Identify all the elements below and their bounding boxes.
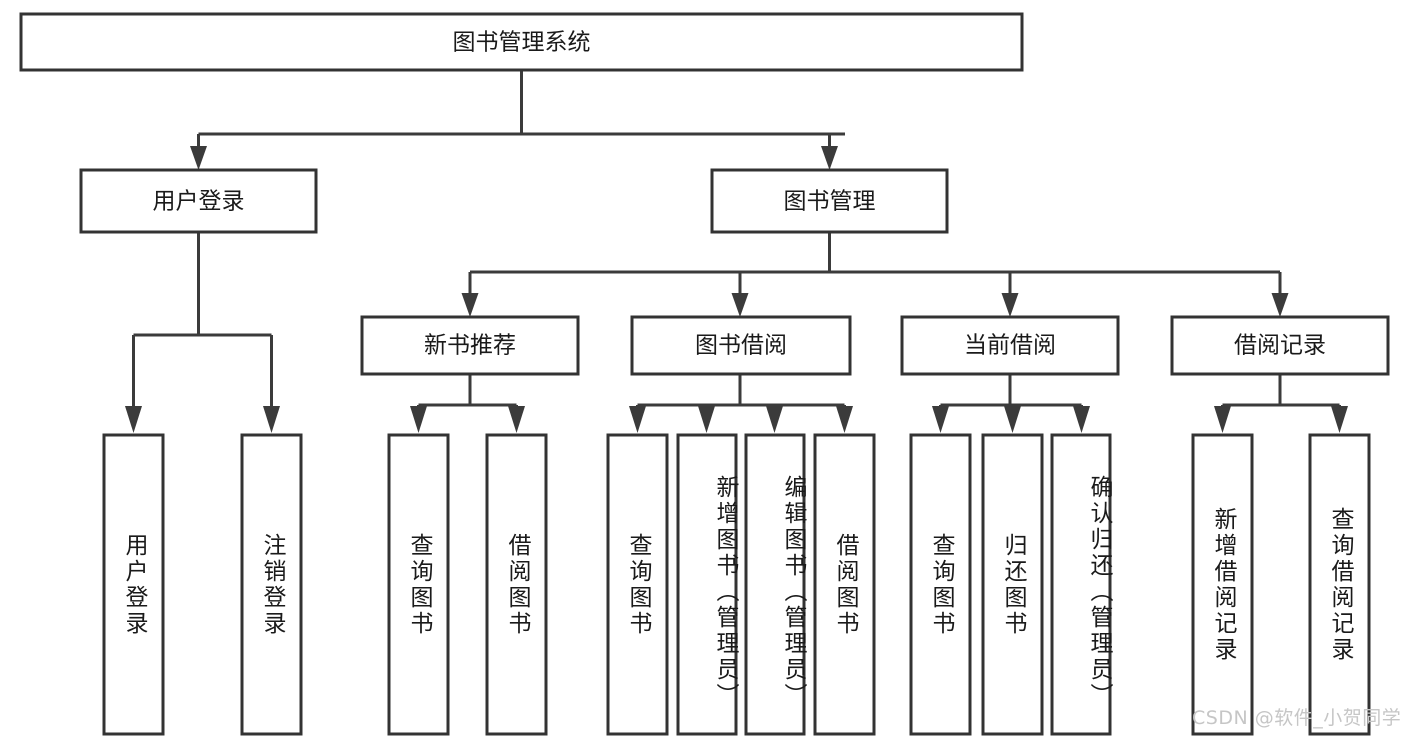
leaf-return-book-box[interactable] <box>981 433 1044 736</box>
node-book-borrow[interactable]: 图书借阅 <box>630 315 852 376</box>
arrow-head-book-management <box>821 146 838 170</box>
node-new-book-recommend-label: 新书推荐 <box>424 333 516 359</box>
node-book-borrow-label: 图书借阅 <box>695 333 787 359</box>
leaf-query-borrow-record-box[interactable] <box>1308 433 1371 736</box>
arrow-head-leaf-logout <box>263 406 280 433</box>
arrow-head-leaf-edit-book-admin <box>766 406 783 433</box>
leaf-query-books-rec-box[interactable] <box>387 433 450 736</box>
node-book-management-box[interactable] <box>710 168 949 234</box>
node-current-borrow-label: 当前借阅 <box>964 333 1056 359</box>
node-current-borrow-box[interactable] <box>900 315 1120 376</box>
arrow-head-leaf-user-login <box>125 406 142 433</box>
node-new-book-recommend[interactable]: 新书推荐 <box>360 315 580 376</box>
connector-group-new-book-recommend <box>410 374 525 433</box>
arrow-head-leaf-query-books-rec <box>410 406 427 433</box>
node-user-login[interactable]: 用户登录 <box>79 168 318 234</box>
arrow-head-leaf-borrow-book <box>836 406 853 433</box>
node-book-management[interactable]: 图书管理 <box>710 168 949 234</box>
connector-group-current-borrow <box>932 374 1090 433</box>
connector-group-book-management <box>461 232 1289 317</box>
leaf-borrow-books-rec-box[interactable] <box>485 433 548 736</box>
leaf-add-borrow-record-box[interactable] <box>1191 433 1254 736</box>
arrow-head-current-borrow <box>1001 293 1019 317</box>
arrow-head-leaf-return-book <box>1004 406 1021 433</box>
node-root-box[interactable] <box>19 12 1024 72</box>
leaf-borrow-book-box[interactable] <box>813 433 876 736</box>
node-borrow-record-box[interactable] <box>1170 315 1390 376</box>
arrow-head-leaf-query-borrow-record <box>1331 406 1348 433</box>
arrow-head-leaf-add-borrow-record <box>1214 406 1231 433</box>
node-current-borrow[interactable]: 当前借阅 <box>900 315 1120 376</box>
arrow-head-leaf-query-books-current <box>932 406 949 433</box>
node-book-borrow-box[interactable] <box>630 315 852 376</box>
node-book-management-label: 图书管理 <box>784 189 876 215</box>
node-user-login-label: 用户登录 <box>153 189 245 215</box>
connector-group-book-borrow <box>629 374 853 433</box>
leaf-edit-book-admin-box[interactable] <box>744 433 806 736</box>
connector-group-borrow-record <box>1214 374 1348 433</box>
arrow-head-borrow-record <box>1271 293 1289 317</box>
arrow-head-leaf-borrow-books-rec <box>508 406 525 433</box>
node-root[interactable]: 图书管理系统 <box>19 12 1024 72</box>
connector-group-root <box>190 70 845 170</box>
node-borrow-record[interactable]: 借阅记录 <box>1170 315 1390 376</box>
arrow-head-leaf-query-books-borrow <box>629 406 646 433</box>
arrow-head-user-login <box>190 146 207 170</box>
node-root-label: 图书管理系统 <box>453 30 591 56</box>
arrow-head-book-borrow <box>731 293 749 317</box>
leaf-add-book-admin-box[interactable] <box>676 433 738 736</box>
arrow-head-new-book-recommend <box>461 293 479 317</box>
arrow-head-leaf-confirm-return-admin <box>1073 406 1090 433</box>
csdn-watermark: CSDN @软件_小贺同学 <box>1192 707 1402 729</box>
leaf-query-books-borrow-box[interactable] <box>606 433 669 736</box>
leaf-query-books-current-box[interactable] <box>909 433 972 736</box>
leaf-confirm-return-admin-box[interactable] <box>1050 433 1112 736</box>
node-new-book-recommend-box[interactable] <box>360 315 580 376</box>
node-user-login-box[interactable] <box>79 168 318 234</box>
connector-group-user-login <box>125 232 280 433</box>
leaf-boxes <box>102 433 1371 736</box>
leaf-user-login-box[interactable] <box>102 433 165 736</box>
arrow-head-leaf-add-book-admin <box>698 406 715 433</box>
node-borrow-record-label: 借阅记录 <box>1234 333 1326 359</box>
leaf-logout-box[interactable] <box>240 433 303 736</box>
